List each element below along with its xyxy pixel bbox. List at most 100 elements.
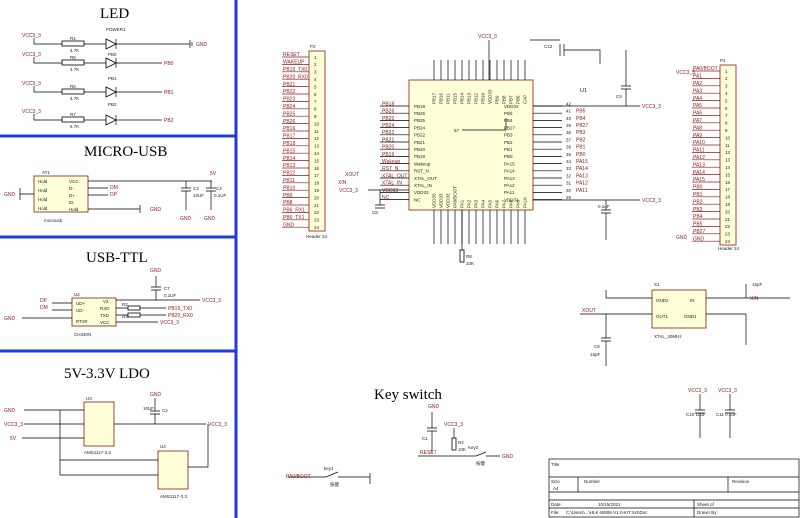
u1-right-number: 32 (566, 173, 572, 178)
svg-text:File:: File: (551, 510, 560, 515)
resistor-r6 (61, 88, 85, 95)
svg-text:U2: U2 (74, 292, 80, 297)
u1-right-number: 29 (566, 195, 572, 200)
p2-pin-number: 19 (314, 188, 320, 193)
p2-pin-number: 16 (314, 166, 320, 171)
u1-left-net: PB20 (382, 145, 394, 151)
section-dividers (0, 0, 238, 518)
svg-text:A4: A4 (553, 486, 559, 491)
u1-right-net: PA12 (576, 181, 588, 187)
svg-text:GND: GND (502, 454, 514, 460)
p2-pin-label: PB24 (283, 104, 295, 110)
svg-text:GND: GND (428, 404, 440, 410)
svg-text:VCC3_3: VCC3_3 (676, 70, 695, 76)
u1-right-number: 39 (566, 123, 572, 128)
p1-pin-label: PA2 (693, 81, 702, 87)
p1-pin-label: PA7 (693, 118, 702, 124)
svg-text:VCC3_3: VCC3_3 (22, 109, 41, 115)
svg-text:Header 24: Header 24 (718, 246, 740, 251)
svg-text:PB20_RX0: PB20_RX0 (168, 313, 193, 319)
p1-pin-number: 18 (725, 195, 731, 200)
u1-left-net: XTAL_OUT (382, 173, 407, 179)
resistor-r7 (61, 116, 85, 123)
svg-text:57: 57 (454, 128, 460, 133)
svg-text:PB0: PB0 (164, 61, 174, 67)
u1-right-number: 42 (566, 101, 572, 106)
p1-pin-label: PA6 (693, 111, 702, 117)
u1-right-number: 33 (566, 166, 572, 171)
svg-text:Hold: Hold (38, 197, 48, 202)
svg-text:R8: R8 (466, 254, 472, 259)
svg-text:10K: 10K (458, 447, 466, 452)
svg-text:Sheet of: Sheet of (697, 502, 715, 507)
svg-text:VCC3_3: VCC3_3 (208, 422, 227, 428)
u1-left-pin: PB26 (414, 111, 426, 116)
u1-top-pin: PB15 (453, 92, 458, 104)
u1-right-net: PB4 (576, 116, 586, 122)
p2-pin-label: PB19_TX0 (283, 67, 307, 73)
p1-pin-label: PA1 (693, 74, 702, 80)
svg-text:C:\Users\...\HLK-W806-V1.0-KIT: C:\Users\...\HLK-W806-V1.0-KIT.SchDoc (566, 510, 648, 515)
usb-ttl-section: USB-TTL U2 UD+ UD- RTS# V3 RXD TXD VCC C… (4, 250, 221, 337)
p1-pin-label: PA3 (693, 88, 702, 94)
u1-left-pin: PB21 (414, 140, 426, 145)
svg-text:VCC3_3: VCC3_3 (160, 320, 179, 326)
p1-pin-number: 6 (725, 106, 728, 111)
svg-text:C8: C8 (372, 210, 378, 215)
svg-text:X1: X1 (654, 282, 660, 287)
svg-text:key1: key1 (324, 466, 334, 471)
p2-pin-label: PB16 (283, 126, 295, 132)
u1-top-pin: CAP (523, 95, 528, 104)
u1-left-pin: PB19 (414, 154, 426, 159)
u1-left-pin: PB24 (414, 125, 426, 130)
svg-text:ID: ID (69, 200, 74, 205)
u1-bottom-pin: PA6 (495, 199, 500, 208)
svg-text:4.7K: 4.7K (70, 96, 79, 101)
svg-text:POWER1: POWER1 (106, 27, 126, 32)
svg-text:C4: C4 (216, 186, 222, 191)
title-label: Title (551, 462, 560, 467)
svg-text:P2: P2 (310, 44, 316, 49)
u1-right-number: 36 (566, 145, 572, 150)
p1-pin-number: 7 (725, 113, 728, 118)
p2-pin-label: PB22 (283, 89, 295, 95)
u1-left-pin: XTAL_OUT (414, 176, 437, 181)
p1-pin-label: PA10 (693, 140, 705, 146)
led-vcc-1: VCC3_3 (22, 33, 41, 39)
u1-left-net: NC (382, 195, 390, 201)
header-p2-body (308, 50, 326, 232)
svg-text:6.7K: 6.7K (70, 124, 79, 129)
svg-text:PB0: PB0 (108, 52, 117, 57)
u1-right-number: 41 (566, 109, 572, 114)
u1-bottom-pin: PA8 (509, 199, 514, 208)
u1-bottom-pin: PA2 (467, 199, 472, 208)
svg-text:VCC: VCC (100, 320, 110, 325)
svg-text:VCC: VCC (69, 179, 79, 184)
p1-pin-label: PA14 (693, 170, 705, 176)
u1-right-net: PA11 (576, 188, 588, 194)
svg-text:TXD: TXD (100, 313, 110, 318)
svg-text:AT1: AT1 (42, 170, 50, 175)
u1-left-pin: Wakeup (414, 161, 431, 166)
crystal-x1-body (651, 289, 707, 329)
p2-pin-label: PB6_RX1 (283, 208, 305, 214)
svg-text:Hold: Hold (38, 179, 48, 184)
u1-top-pin: PB13 (467, 92, 472, 104)
svg-text:按键: 按键 (330, 481, 339, 488)
p2-pin-label: PB18 (283, 141, 295, 147)
u1-left-net: PB19 (382, 152, 394, 158)
u1-right-net: PB1 (576, 145, 586, 151)
svg-text:U4: U4 (160, 444, 166, 449)
header-p1-body (719, 64, 737, 246)
u1-bottom-pin: PA9 (516, 199, 521, 208)
p1-pin-number: 1 (725, 69, 728, 74)
p2-pin-label: PB23 (283, 97, 295, 103)
svg-text:RTS#: RTS# (76, 319, 88, 324)
ch340n-chip (71, 297, 117, 327)
svg-text:XOUT: XOUT (582, 308, 596, 314)
title-block: Title Size A4 Number Revision Date: 10/1… (548, 458, 800, 518)
svg-text:Hold: Hold (38, 206, 48, 211)
p1-pin-label: PA9 (693, 133, 702, 139)
